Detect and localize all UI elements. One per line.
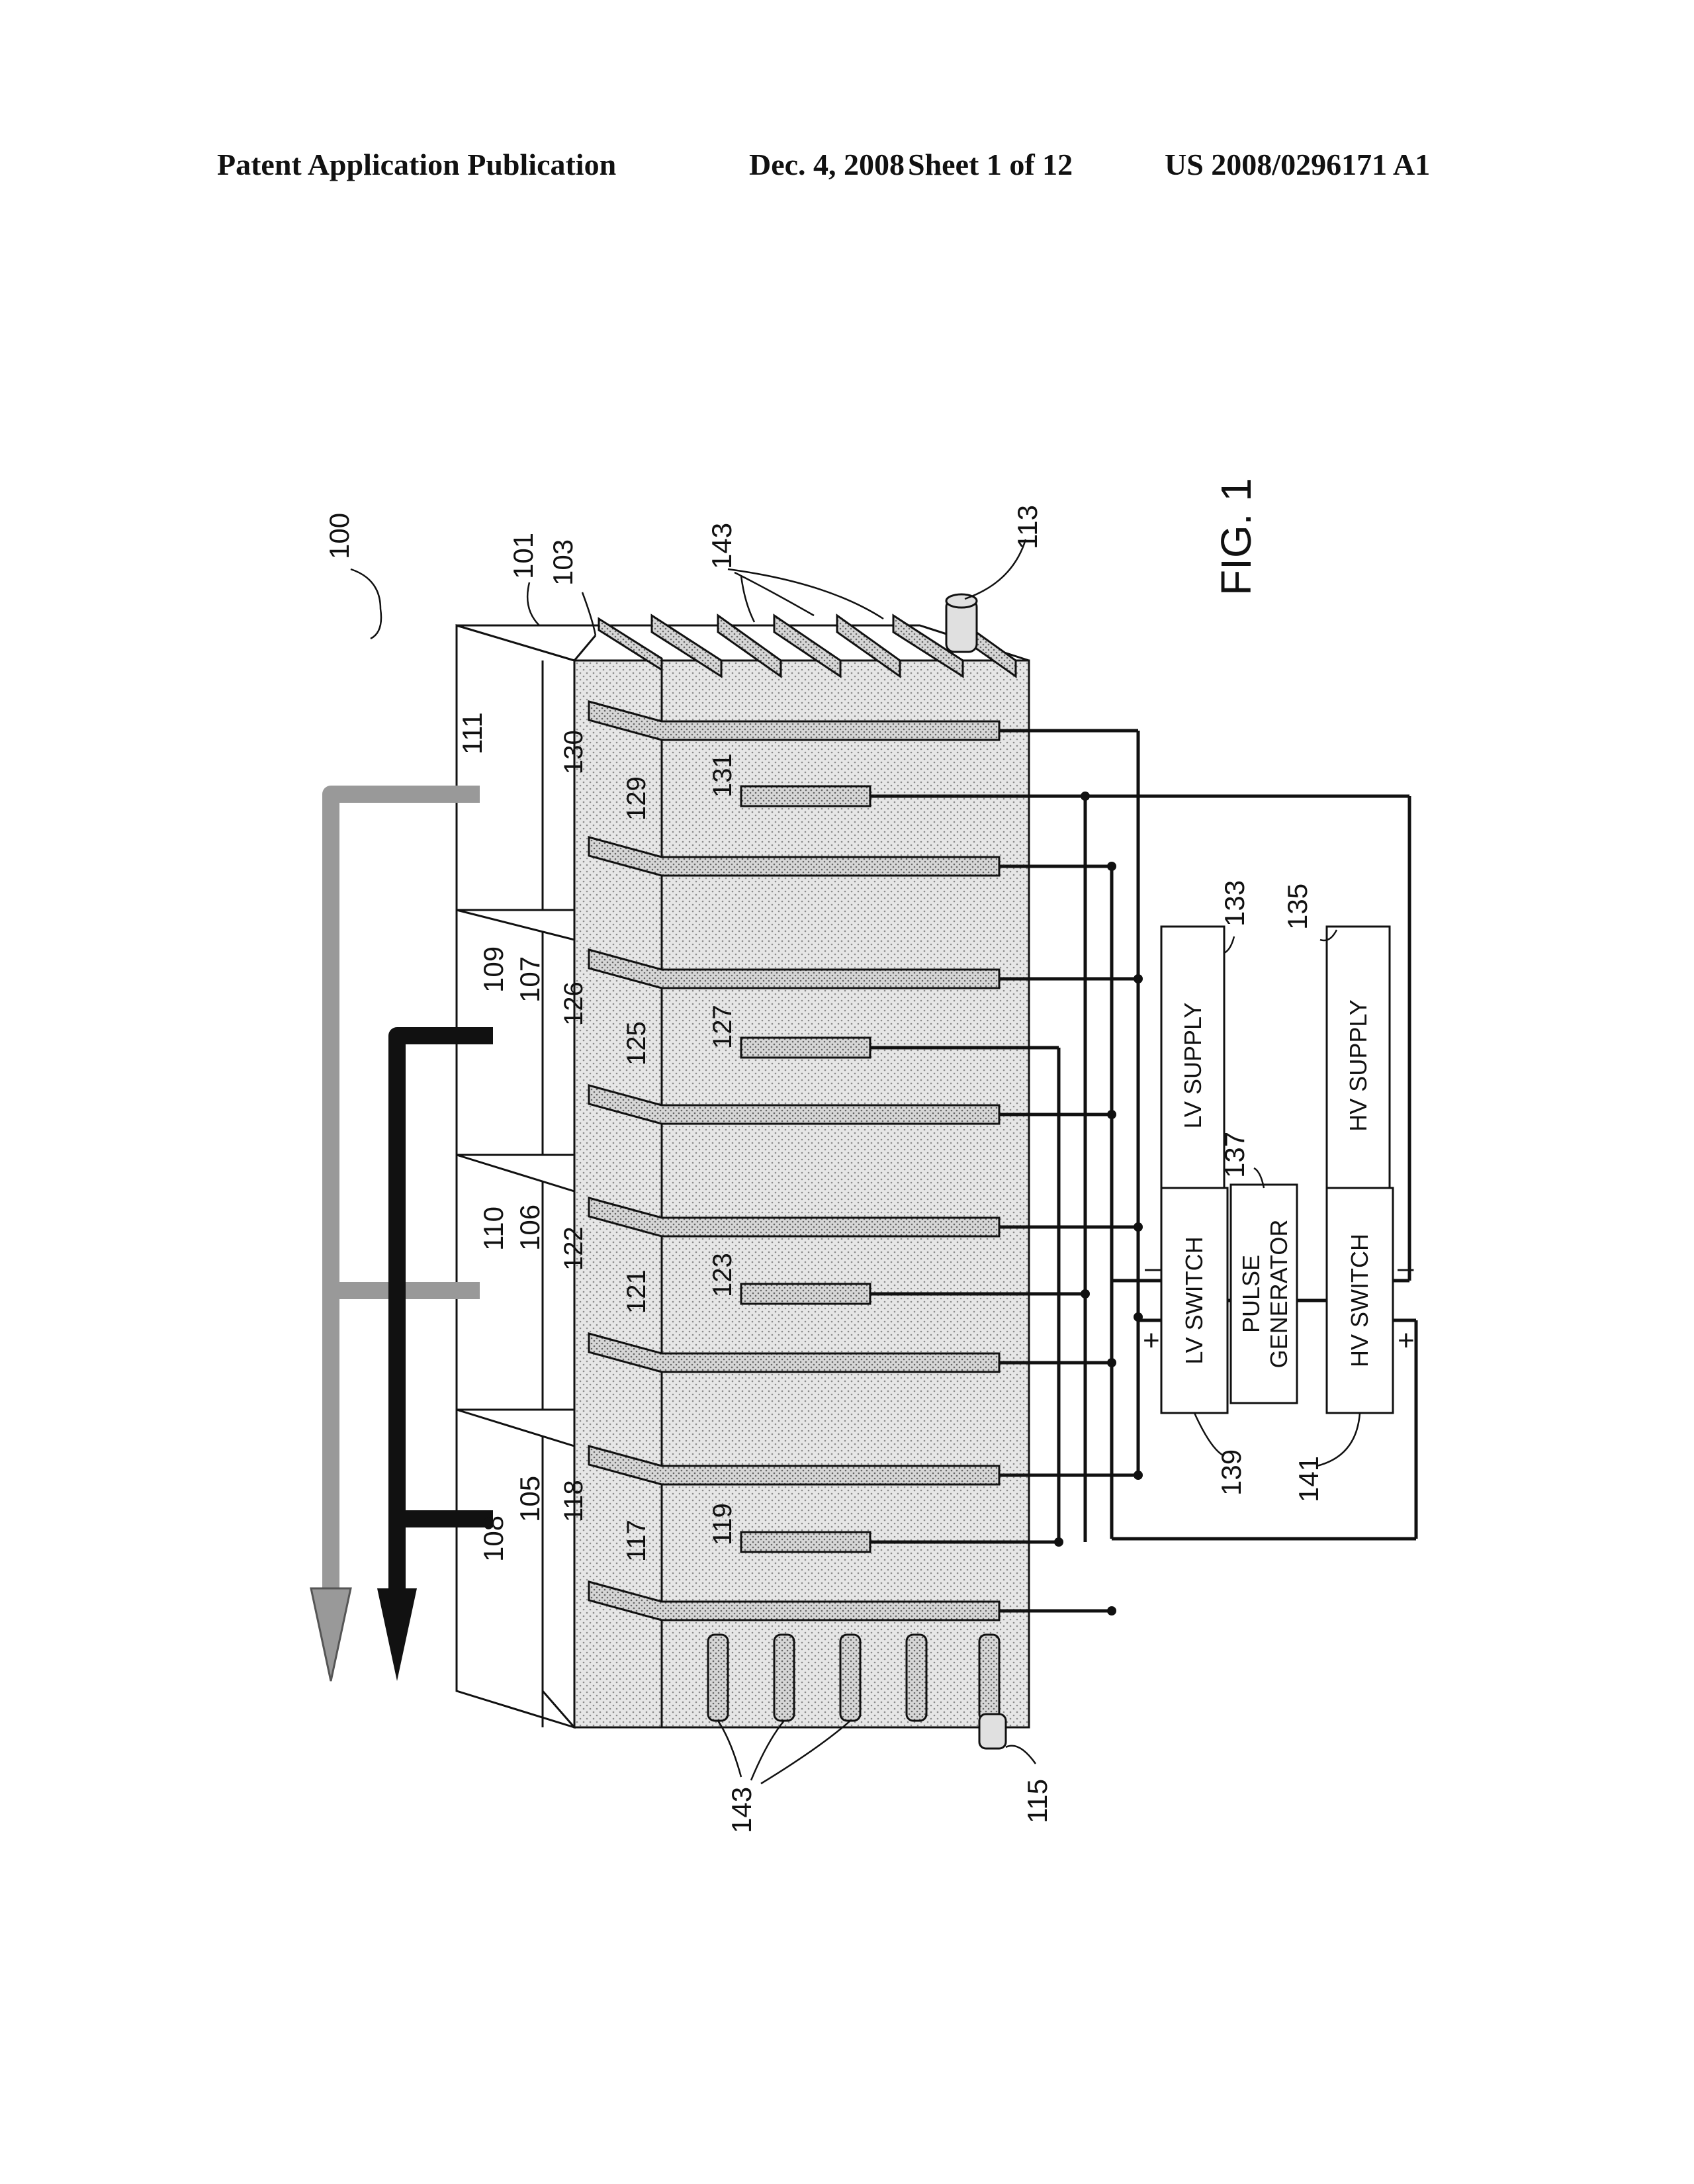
ref-137: 137 xyxy=(1219,1132,1250,1178)
figure-title: FIG. 1 xyxy=(1212,478,1260,596)
ref-101: 101 xyxy=(508,533,539,579)
outlet-pipe-115 xyxy=(979,1714,1006,1749)
lv-switch-block: LV SWITCH xyxy=(1161,1188,1227,1413)
hv-switch-block: HV SWITCH xyxy=(1327,1188,1393,1413)
inlet-pipe-113 xyxy=(946,594,977,652)
ref-122: 122 xyxy=(559,1226,588,1271)
ref-143-top: 143 xyxy=(706,523,737,569)
hv-plus-sign: + xyxy=(1398,1324,1415,1357)
ref-109: 109 xyxy=(478,946,509,993)
ref-103: 103 xyxy=(547,539,578,586)
hv-supply-label: HV SUPPLY xyxy=(1345,999,1372,1131)
ref-123: 123 xyxy=(708,1253,737,1297)
ref-115: 115 xyxy=(1022,1779,1053,1823)
ref-110: 110 xyxy=(478,1206,509,1251)
ref-121: 121 xyxy=(622,1269,651,1314)
ref-135: 135 xyxy=(1282,884,1313,930)
ref-125: 125 xyxy=(622,1021,651,1066)
pulse-generator-label-2: GENERATOR xyxy=(1265,1220,1292,1369)
lv-plus-sign: + xyxy=(1143,1324,1160,1357)
ref-100: 100 xyxy=(324,513,355,559)
ref-113: 113 xyxy=(1012,505,1043,549)
lv-supply-label: LV SUPPLY xyxy=(1179,1003,1206,1129)
hv-switch-label: HV SWITCH xyxy=(1346,1234,1373,1367)
ref-105: 105 xyxy=(514,1476,545,1522)
ref-141: 141 xyxy=(1293,1456,1324,1502)
hv-supply-block: HV SUPPLY xyxy=(1327,927,1390,1205)
ref-119: 119 xyxy=(708,1503,737,1545)
ref-130: 130 xyxy=(559,730,588,774)
ref-133: 133 xyxy=(1219,880,1250,927)
lv-minus-sign: – xyxy=(1145,1251,1161,1284)
ref-118: 118 xyxy=(559,1480,588,1522)
ref-107: 107 xyxy=(514,956,545,1003)
wire-junctions xyxy=(1054,792,1143,1615)
ref-111: 111 xyxy=(457,712,488,754)
ref-143-bottom: 143 xyxy=(726,1787,757,1833)
ref-108: 108 xyxy=(478,1516,509,1562)
pulse-generator-block: PULSE GENERATOR xyxy=(1231,1185,1297,1403)
ref-127: 127 xyxy=(708,1005,737,1049)
lv-switch-label: LV SWITCH xyxy=(1181,1236,1208,1364)
hv-minus-sign: – xyxy=(1398,1251,1414,1284)
ref-117: 117 xyxy=(622,1520,651,1562)
pulse-generator-label-1: PULSE xyxy=(1237,1255,1265,1333)
ref-106: 106 xyxy=(514,1205,545,1251)
lv-supply-block: LV SUPPLY xyxy=(1161,927,1224,1205)
ref-126: 126 xyxy=(559,981,588,1026)
ref-139: 139 xyxy=(1216,1449,1247,1496)
ref-131: 131 xyxy=(708,753,737,797)
ref-129: 129 xyxy=(622,776,651,821)
